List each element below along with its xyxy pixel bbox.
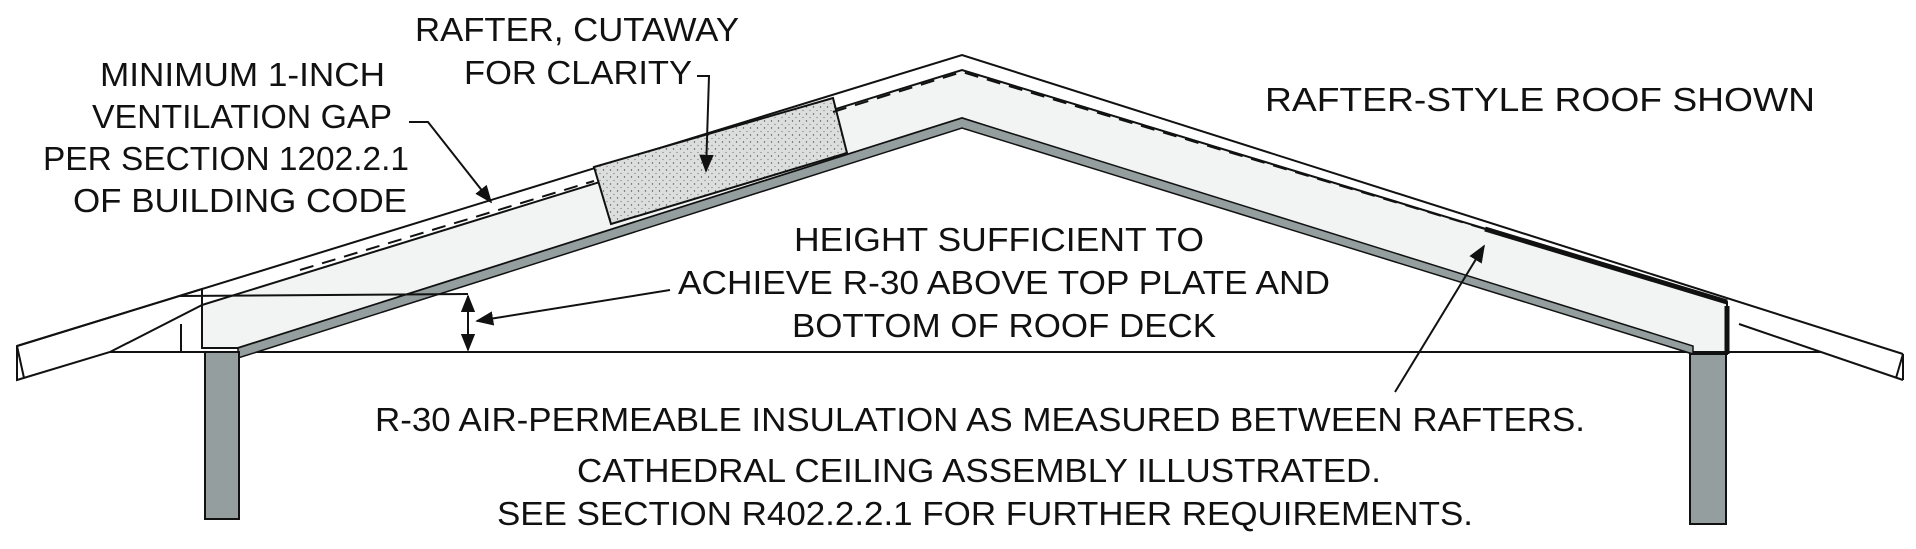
- insulation-label: R-30 AIR-PERMEABLE INSULATION AS MEASURE…: [375, 401, 1585, 532]
- roof-deck-line: [16, 53, 1904, 355]
- baffle-line: [1484, 226, 1728, 305]
- height-label: HEIGHT SUFFICIENT TO ACHIEVE R-30 ABOVE …: [678, 221, 1330, 344]
- left-wall: [204, 351, 240, 520]
- cutaway-leader: [697, 75, 714, 173]
- label-line: CATHEDRAL CEILING ASSEMBLY ILLUSTRATED.: [577, 452, 1381, 489]
- label-line: MINIMUM 1-INCH: [100, 56, 385, 93]
- roof-style-label: RAFTER-STYLE ROOF SHOWN: [1265, 81, 1815, 118]
- left-eave: [16, 287, 203, 382]
- insulation-leader: [1394, 244, 1485, 393]
- label-line: FOR CLARITY: [464, 54, 692, 91]
- label-line: SEE SECTION R402.2.2.1 FOR FURTHER REQUI…: [497, 495, 1473, 532]
- height-dimension: [179, 293, 476, 352]
- label-line: VENTILATION GAP: [92, 98, 392, 135]
- label-line: PER SECTION 1202.2.1: [43, 140, 409, 177]
- ventilation-gap-dashed-line: [299, 180, 595, 271]
- cutaway-label: RAFTER, CUTAWAY FOR CLARITY: [415, 11, 739, 91]
- label-line: RAFTER, CUTAWAY: [415, 11, 739, 48]
- rafter-cutaway: [592, 96, 849, 226]
- vent-gap-leader: [409, 121, 493, 204]
- label-line: ACHIEVE R-30 ABOVE TOP PLATE AND: [678, 264, 1330, 301]
- height-leader: [475, 289, 671, 326]
- vent-gap-label: MINIMUM 1-INCH VENTILATION GAP PER SECTI…: [43, 56, 409, 219]
- label-line: OF BUILDING CODE: [73, 182, 407, 219]
- right-wall: [1689, 353, 1727, 525]
- label-line: HEIGHT SUFFICIENT TO: [794, 221, 1204, 258]
- label-line: R-30 AIR-PERMEABLE INSULATION AS MEASURE…: [375, 401, 1585, 438]
- label-line: BOTTOM OF ROOF DECK: [792, 307, 1216, 344]
